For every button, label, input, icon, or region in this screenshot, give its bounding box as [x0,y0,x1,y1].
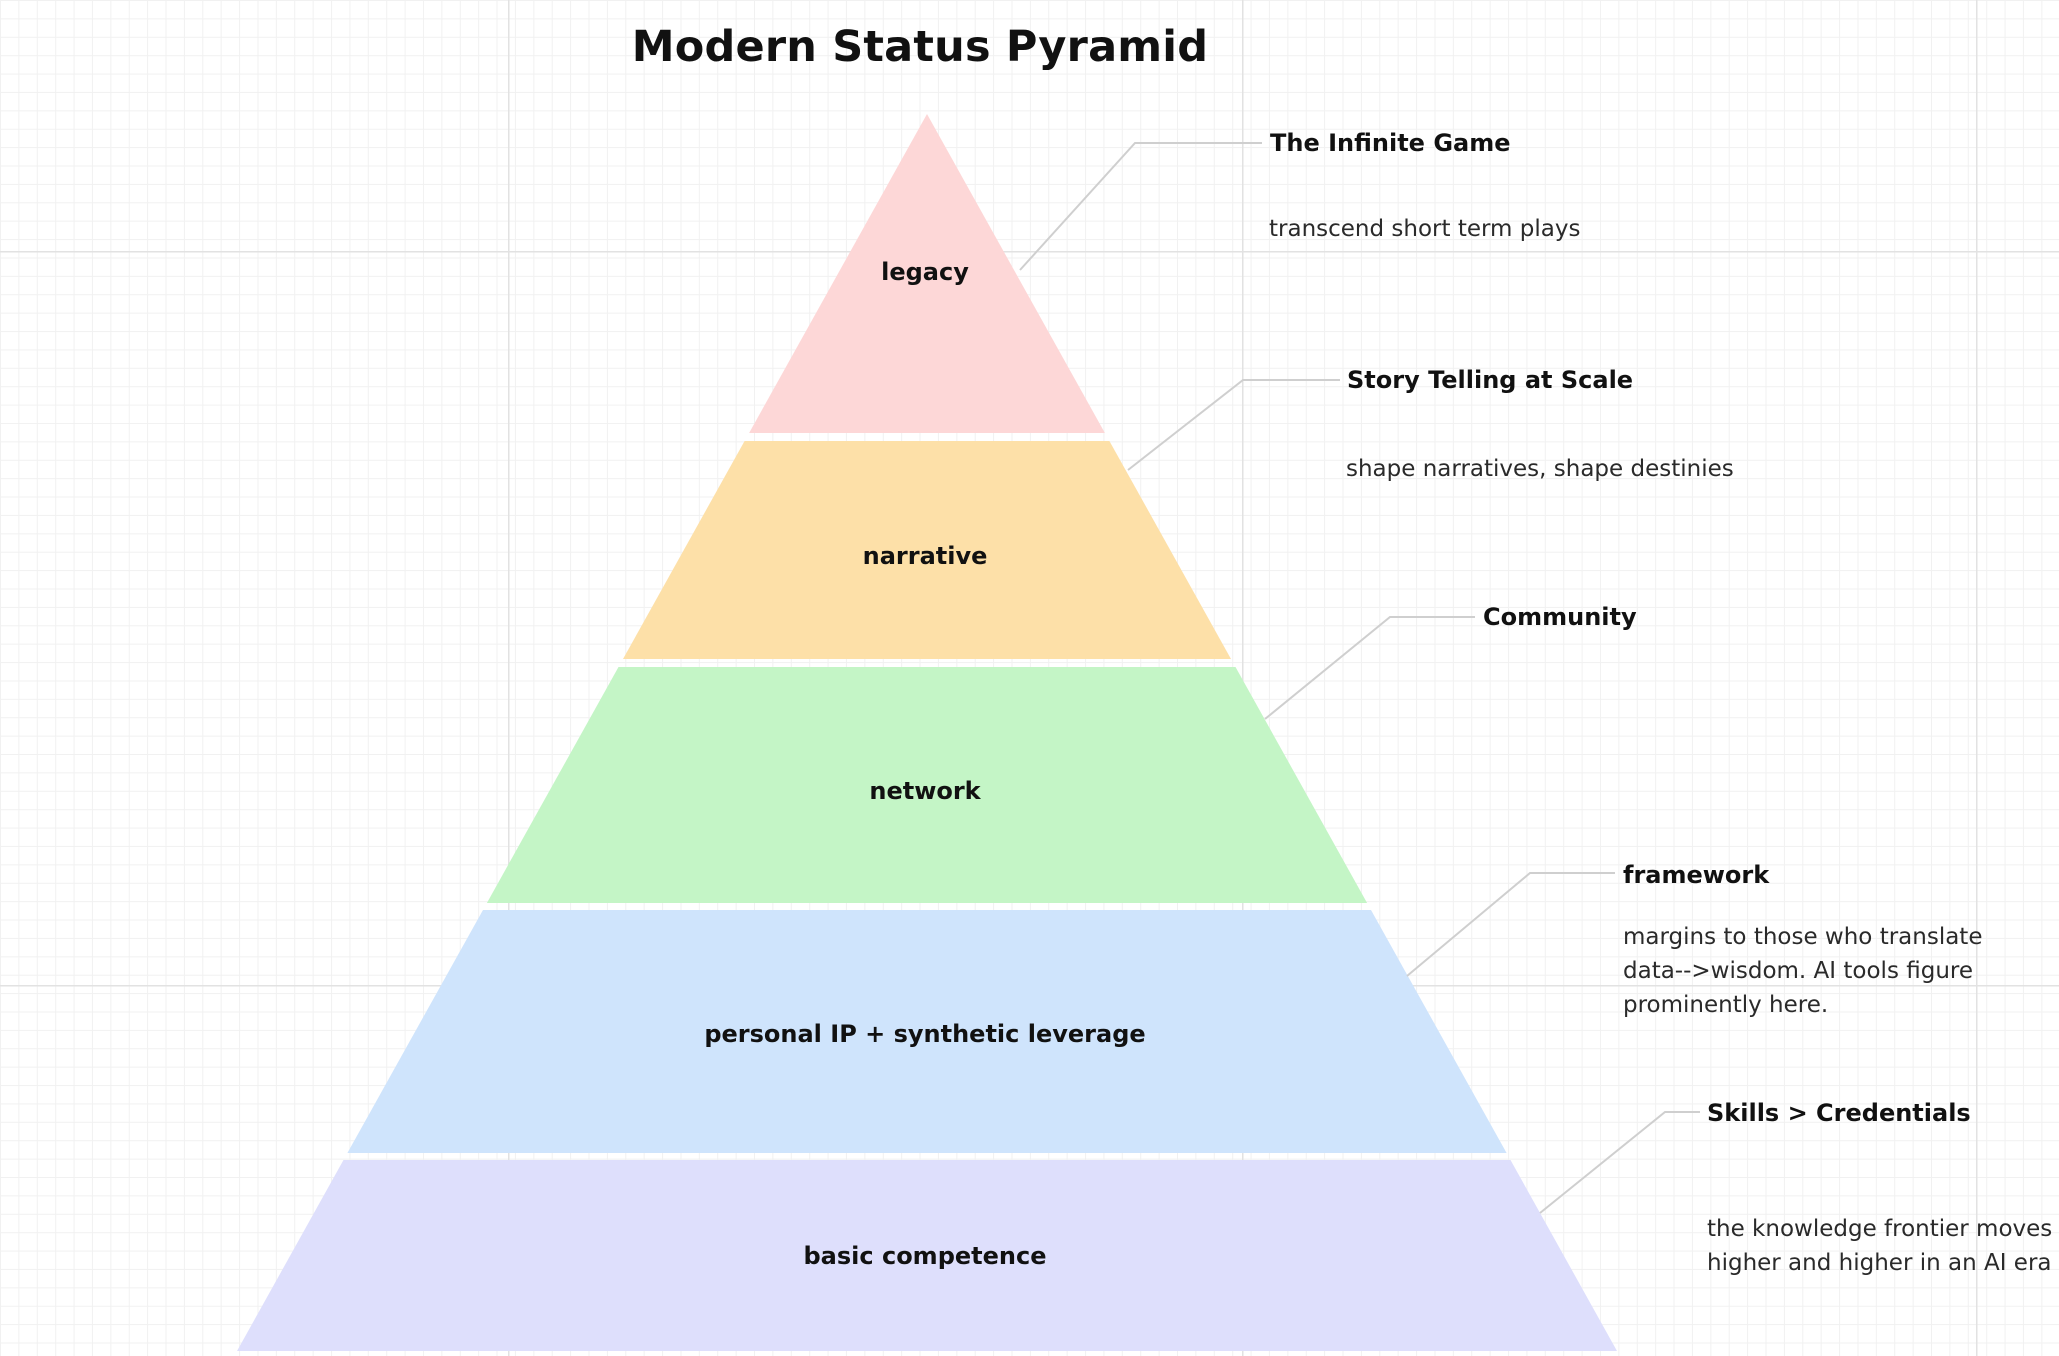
note-desc-story-telling: shape narratives, shape destinies [1346,456,1734,482]
connector-framework [1406,872,1615,977]
connector-skills [1539,1111,1700,1214]
note-title-story-telling: Story Telling at Scale [1347,366,1634,394]
tier-label-narrative: narrative [862,542,988,570]
note-title-framework: framework [1623,861,1770,889]
note-title-infinite-game: The Infinite Game [1270,129,1511,157]
tier-legacy-shape [749,114,1105,433]
note-title-skills: Skills > Credentials [1707,1099,1971,1127]
connector-community [1264,616,1475,720]
note-desc-infinite-game: transcend short term plays [1269,216,1581,242]
connector-infinite-game [1019,142,1262,271]
tier-narrative-shape [623,441,1231,659]
tier-network-shape [486,667,1368,903]
tier-basic-competence-shape [237,1160,1617,1351]
tier-label-legacy: legacy [881,258,969,286]
diagram-title: Modern Status Pyramid [631,22,1209,72]
note-desc-skills: the knowledge frontier moves higher and … [1707,1216,2053,1276]
tier-personal-ip-shape [347,910,1507,1153]
tier-label-network: network [869,777,981,805]
tier-label-personal-ip: personal IP + synthetic leverage [704,1020,1146,1048]
note-title-community: Community [1483,603,1637,631]
tier-label-basic-competence: basic competence [803,1242,1047,1270]
note-desc-framework: margins to those who translate data-->wi… [1623,924,1983,1018]
connector-story-telling [1127,379,1340,471]
